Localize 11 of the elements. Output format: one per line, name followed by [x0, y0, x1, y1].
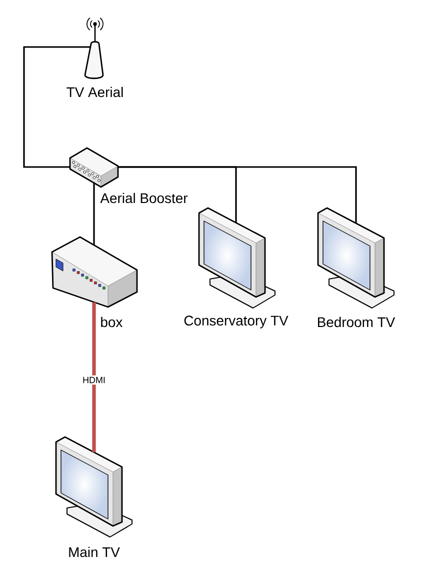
cable-line [93, 182, 95, 246]
node-label: Conservatory TV [184, 316, 288, 328]
cable-line [118, 166, 357, 224]
node-label: Aerial Booster [100, 192, 188, 204]
node-label: Bedroom TV [318, 316, 396, 328]
node-label: box [101, 316, 123, 328]
node-label: Main TV [69, 546, 120, 558]
cable-line [23, 46, 90, 168]
node-label: TV Aerial [66, 86, 123, 98]
edge-label: HDMI [81, 375, 107, 385]
cable-line [92, 302, 96, 452]
